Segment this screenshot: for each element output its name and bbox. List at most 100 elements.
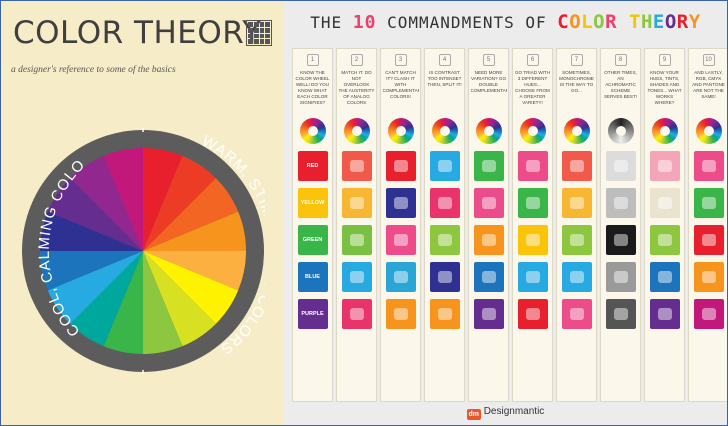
mini-color-wheel-icon bbox=[563, 118, 590, 144]
sample-logo-icon bbox=[569, 197, 584, 209]
mini-color-wheel-icon bbox=[607, 118, 634, 144]
title-letter bbox=[617, 11, 629, 33]
wheel-slice bbox=[143, 148, 183, 251]
color-swatch: YELLOW bbox=[297, 188, 328, 218]
sample-logo-icon bbox=[349, 234, 364, 246]
grid-logo-icon bbox=[246, 20, 272, 46]
sample-logo-icon bbox=[525, 197, 540, 209]
footer-text: Designmantic bbox=[483, 406, 545, 417]
color-swatch bbox=[473, 299, 504, 329]
commandment-text: MATCH IT. DO NOT OVERLOOK THE AUSTERITY … bbox=[338, 70, 375, 105]
sample-logo-icon bbox=[349, 197, 364, 209]
color-swatch bbox=[341, 151, 372, 181]
color-swatch bbox=[649, 299, 680, 329]
sample-logo-icon bbox=[657, 234, 672, 246]
sample-logo-icon bbox=[349, 160, 364, 172]
mini-color-wheel-icon bbox=[519, 118, 546, 144]
commandment-text: OTHER TIMES, AN ACHROMATIC SCHEME SERVES… bbox=[603, 70, 638, 99]
title-letter: T bbox=[628, 11, 641, 33]
mini-color-wheel-icon bbox=[387, 118, 414, 144]
sample-logo-icon bbox=[613, 160, 628, 172]
color-swatch: PURPLE bbox=[297, 299, 328, 329]
sample-logo-icon bbox=[569, 271, 584, 283]
color-swatch bbox=[693, 299, 724, 329]
sample-logo-icon bbox=[569, 308, 584, 320]
title-letter: E bbox=[652, 11, 665, 33]
color-swatch bbox=[429, 151, 460, 181]
wheel-slice bbox=[40, 251, 143, 291]
color-swatch bbox=[341, 262, 372, 292]
poster-title: COLOR THEORY bbox=[13, 15, 262, 51]
color-swatch bbox=[605, 188, 636, 218]
commandment-number: 3 bbox=[394, 54, 407, 66]
sample-logo-icon bbox=[349, 308, 364, 320]
sample-logo-icon bbox=[393, 271, 408, 283]
mini-color-wheel-icon bbox=[299, 118, 326, 144]
color-swatch bbox=[385, 188, 416, 218]
sample-logo-icon bbox=[481, 271, 496, 283]
sample-logo-icon bbox=[701, 197, 716, 209]
wheel-slice bbox=[143, 251, 183, 354]
sample-logo-icon bbox=[569, 234, 584, 246]
color-swatch bbox=[605, 299, 636, 329]
wheel-slice bbox=[143, 211, 246, 251]
title-letter: H bbox=[640, 11, 653, 33]
sample-logo-icon bbox=[657, 271, 672, 283]
sample-logo-icon bbox=[525, 160, 540, 172]
sample-logo-icon bbox=[701, 234, 716, 246]
color-swatch bbox=[385, 225, 416, 255]
sample-logo-icon bbox=[701, 271, 716, 283]
color-swatch bbox=[341, 299, 372, 329]
color-swatch bbox=[605, 151, 636, 181]
mini-color-wheel-icon bbox=[695, 118, 722, 144]
sample-logo-icon bbox=[569, 160, 584, 172]
sample-logo-icon bbox=[657, 160, 672, 172]
sample-logo-icon bbox=[481, 234, 496, 246]
commandment-text: KNOW THE COLOR WHEEL WELL! DO YOU KNOW W… bbox=[295, 70, 330, 105]
swatch-label: RED bbox=[306, 163, 319, 169]
commandment-text: SOMETIMES, MONOCHROME IS THE WAY TO GO..… bbox=[559, 70, 594, 93]
sample-logo-icon bbox=[393, 197, 408, 209]
title-letter: C bbox=[557, 11, 570, 33]
commandment-number: 8 bbox=[614, 54, 627, 66]
designmantic-logo-icon: dm bbox=[466, 409, 481, 420]
commandment-text: KNOW YOUR HUES, TINTS, SHADES AND TONES.… bbox=[647, 70, 682, 105]
wheel-slice bbox=[103, 148, 143, 251]
sample-logo-icon bbox=[525, 271, 540, 283]
color-swatch bbox=[429, 262, 460, 292]
sample-logo-icon bbox=[393, 234, 408, 246]
color-swatch bbox=[517, 225, 548, 255]
title-letter: O bbox=[569, 11, 582, 33]
color-swatch bbox=[649, 225, 680, 255]
sample-logo-icon bbox=[613, 234, 628, 246]
sample-logo-icon bbox=[525, 234, 540, 246]
sample-logo-icon bbox=[657, 197, 672, 209]
title-letter: Y bbox=[688, 11, 701, 33]
wheel-slice bbox=[143, 251, 216, 347]
sample-logo-icon bbox=[701, 308, 716, 320]
mini-color-wheel-icon bbox=[431, 118, 458, 144]
color-swatch bbox=[693, 151, 724, 181]
color-swatch: BLUE bbox=[297, 262, 328, 292]
sample-logo-icon bbox=[437, 271, 452, 283]
wheel-slice bbox=[70, 155, 143, 251]
mini-color-wheel-icon bbox=[651, 118, 678, 144]
sample-logo-icon bbox=[349, 271, 364, 283]
color-swatch bbox=[429, 225, 460, 255]
color-swatch bbox=[693, 188, 724, 218]
sample-logo-icon bbox=[657, 308, 672, 320]
sample-logo-icon bbox=[481, 308, 496, 320]
color-swatch bbox=[605, 225, 636, 255]
wheel-slice bbox=[143, 251, 239, 324]
sample-logo-icon bbox=[393, 308, 408, 320]
color-swatch bbox=[693, 225, 724, 255]
color-swatch bbox=[341, 188, 372, 218]
color-swatch bbox=[561, 225, 592, 255]
